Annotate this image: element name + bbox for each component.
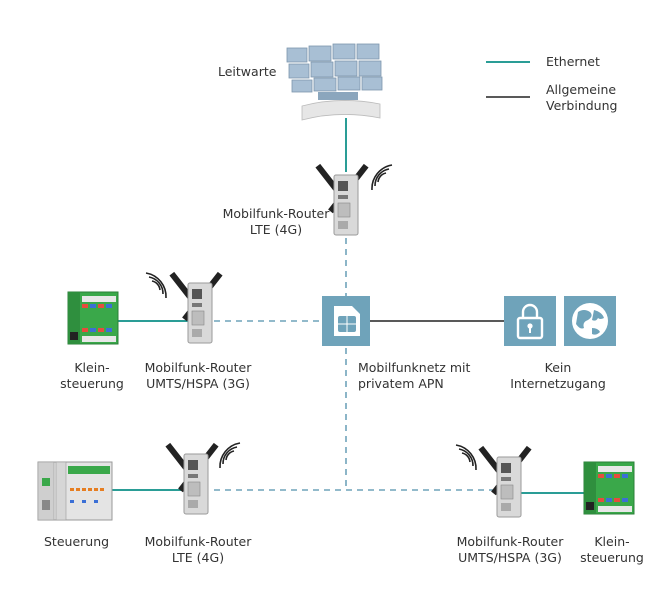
sim-network-label-line2: privatem APN	[358, 376, 444, 391]
legend-ethernet-label: Ethernet	[546, 54, 600, 69]
router-bottom-right-label-line2: UMTS/HSPA (3G)	[458, 550, 562, 565]
router-bottom-left-label-line2: LTE (4G)	[171, 550, 225, 565]
lock-icon	[504, 296, 556, 346]
sim-network-label: Mobilfunknetz mit privatem APN	[358, 360, 470, 392]
router-top-label-line1: Mobilfunk-Router	[222, 206, 330, 221]
router-left-icon	[145, 271, 224, 344]
controller-label: Steuerung	[44, 534, 110, 549]
sim-network-label-line1: Mobilfunknetz mit	[358, 360, 471, 375]
router-left-label-line1: Mobilfunk-Router	[144, 360, 252, 375]
no-internet-label-line2: Internetzugang	[510, 376, 606, 391]
control-room-icon	[286, 43, 383, 121]
small-controller-left-label: Klein- steuerung	[52, 360, 132, 392]
router-left-label: Mobilfunk-Router UMTS/HSPA (3G)	[136, 360, 260, 392]
router-bottom-left-icon	[164, 442, 241, 515]
router-top-label-line2: LTE (4G)	[249, 222, 303, 237]
sim-card-icon	[322, 296, 370, 346]
small-controller-left-label-line2: steuerung	[60, 376, 124, 391]
router-bottom-right-label: Mobilfunk-Router UMTS/HSPA (3G)	[448, 534, 572, 566]
globe-icon	[564, 296, 616, 346]
controller-icon	[37, 461, 113, 521]
router-bottom-right-icon	[455, 444, 533, 518]
router-bottom-left-label-line1: Mobilfunk-Router	[144, 534, 252, 549]
no-internet-label: Kein Internetzugang	[508, 360, 608, 392]
small-controller-right-label-line2: steuerung	[580, 550, 644, 565]
legend-general-label-2: Verbindung	[546, 98, 618, 113]
no-internet-label-line1: Kein	[544, 360, 572, 375]
router-left-label-line2: UMTS/HSPA (3G)	[146, 376, 250, 391]
router-bottom-left-label: Mobilfunk-Router LTE (4G)	[138, 534, 258, 566]
small-controller-right-label-line1: Klein-	[594, 534, 630, 549]
router-bottom-right-label-line1: Mobilfunk-Router	[456, 534, 564, 549]
small-controller-right-label: Klein- steuerung	[574, 534, 650, 566]
control-room-label: Leitwarte	[218, 64, 277, 79]
router-top-label: Mobilfunk-Router LTE (4G)	[216, 206, 336, 238]
small-controller-right-icon	[583, 461, 635, 515]
small-controller-left-label-line1: Klein-	[74, 360, 110, 375]
legend-general-label-1: Allgemeine	[546, 82, 617, 97]
small-controller-left-icon	[67, 291, 119, 345]
